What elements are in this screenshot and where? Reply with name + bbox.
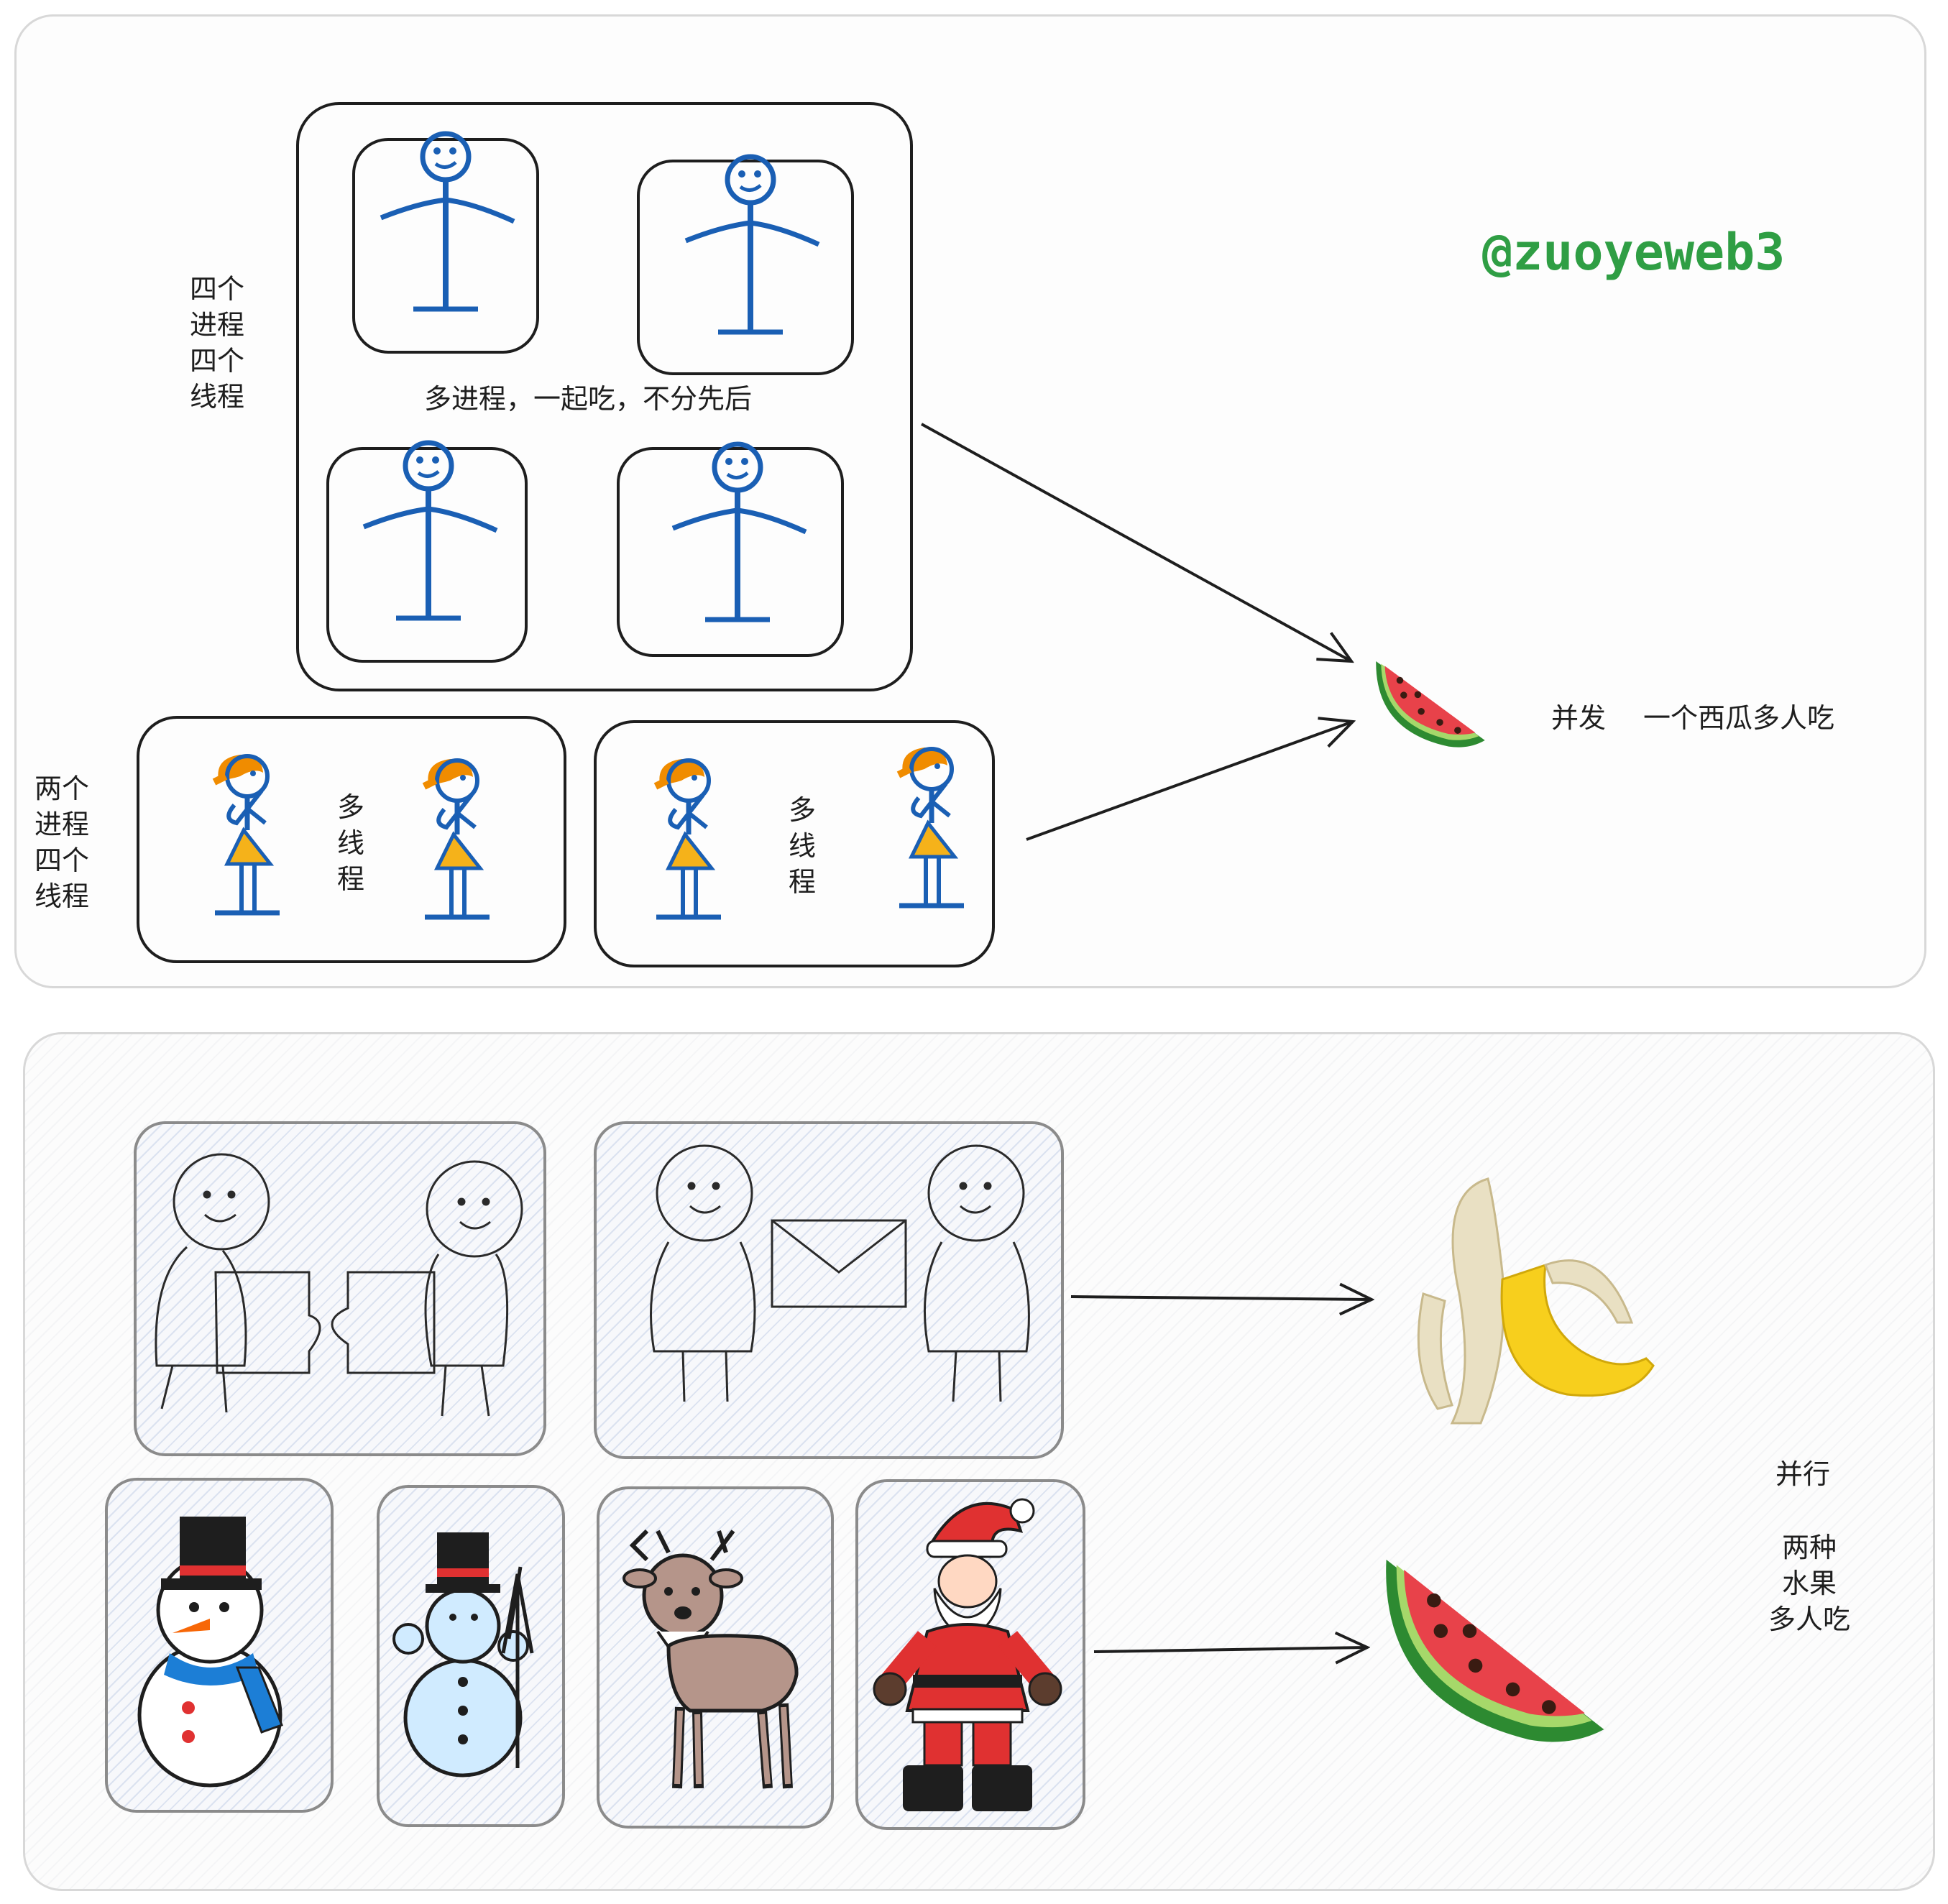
envelope-figures-icon — [650, 1144, 1030, 1402]
girl-figure-icon — [424, 759, 490, 917]
watermelon-icon — [1361, 661, 1497, 754]
process-box-4 — [617, 447, 844, 657]
label-parallel-desc: 两种 水果 多人吃 — [1768, 1532, 1851, 1635]
santa-icon — [873, 1498, 1062, 1811]
banana-icon — [1417, 1177, 1655, 1425]
envelope-figures-box — [594, 1121, 1064, 1459]
arrow-to-watermelon — [1093, 1647, 1367, 1652]
arrow-multiprocess — [921, 423, 1351, 661]
concurrency-panel — [14, 14, 1926, 988]
girl-figure-icon — [214, 755, 280, 913]
snowman-broom-icon — [392, 1532, 534, 1777]
label-multithread-2: 多线程 — [788, 794, 816, 898]
two-thread-process-2 — [594, 720, 995, 967]
puzzle-figures-box — [134, 1121, 546, 1456]
label-multithread-1: 多线程 — [336, 791, 364, 895]
process-box-2 — [637, 160, 854, 375]
label-four-processes: 四个 进程 四个 线程 — [190, 273, 245, 413]
stick-figure-icon — [364, 443, 497, 618]
girl-figure-icon — [899, 748, 964, 906]
stick-figure-icon — [686, 157, 819, 332]
label-parallel: 并行 — [1775, 1458, 1831, 1490]
label-concurrency-desc: 一个西瓜多人吃 — [1643, 702, 1835, 734]
label-concurrency: 并发 — [1551, 702, 1607, 734]
puzzle-figures-icon — [155, 1153, 523, 1417]
label-two-processes: 两个 进程 四个 线程 — [35, 773, 90, 912]
girl-figure-icon — [656, 759, 721, 917]
stick-figure-icon — [381, 134, 514, 309]
process-box-3 — [326, 447, 528, 663]
watermark-handle: @zuoyeweb3 — [1482, 223, 1786, 282]
process-box-1 — [352, 138, 539, 354]
snowman-icon — [137, 1517, 283, 1788]
caption-multiprocess: 多进程，一起吃，不分先后 — [424, 383, 753, 415]
four-process-group — [296, 102, 913, 691]
watermelon-icon — [1352, 1559, 1632, 1757]
stick-figure-icon — [673, 444, 806, 620]
reindeer-icon — [622, 1529, 799, 1789]
arrow-to-banana — [1070, 1297, 1372, 1300]
arrow-multithread — [1026, 722, 1353, 841]
two-thread-process-1 — [137, 716, 566, 963]
